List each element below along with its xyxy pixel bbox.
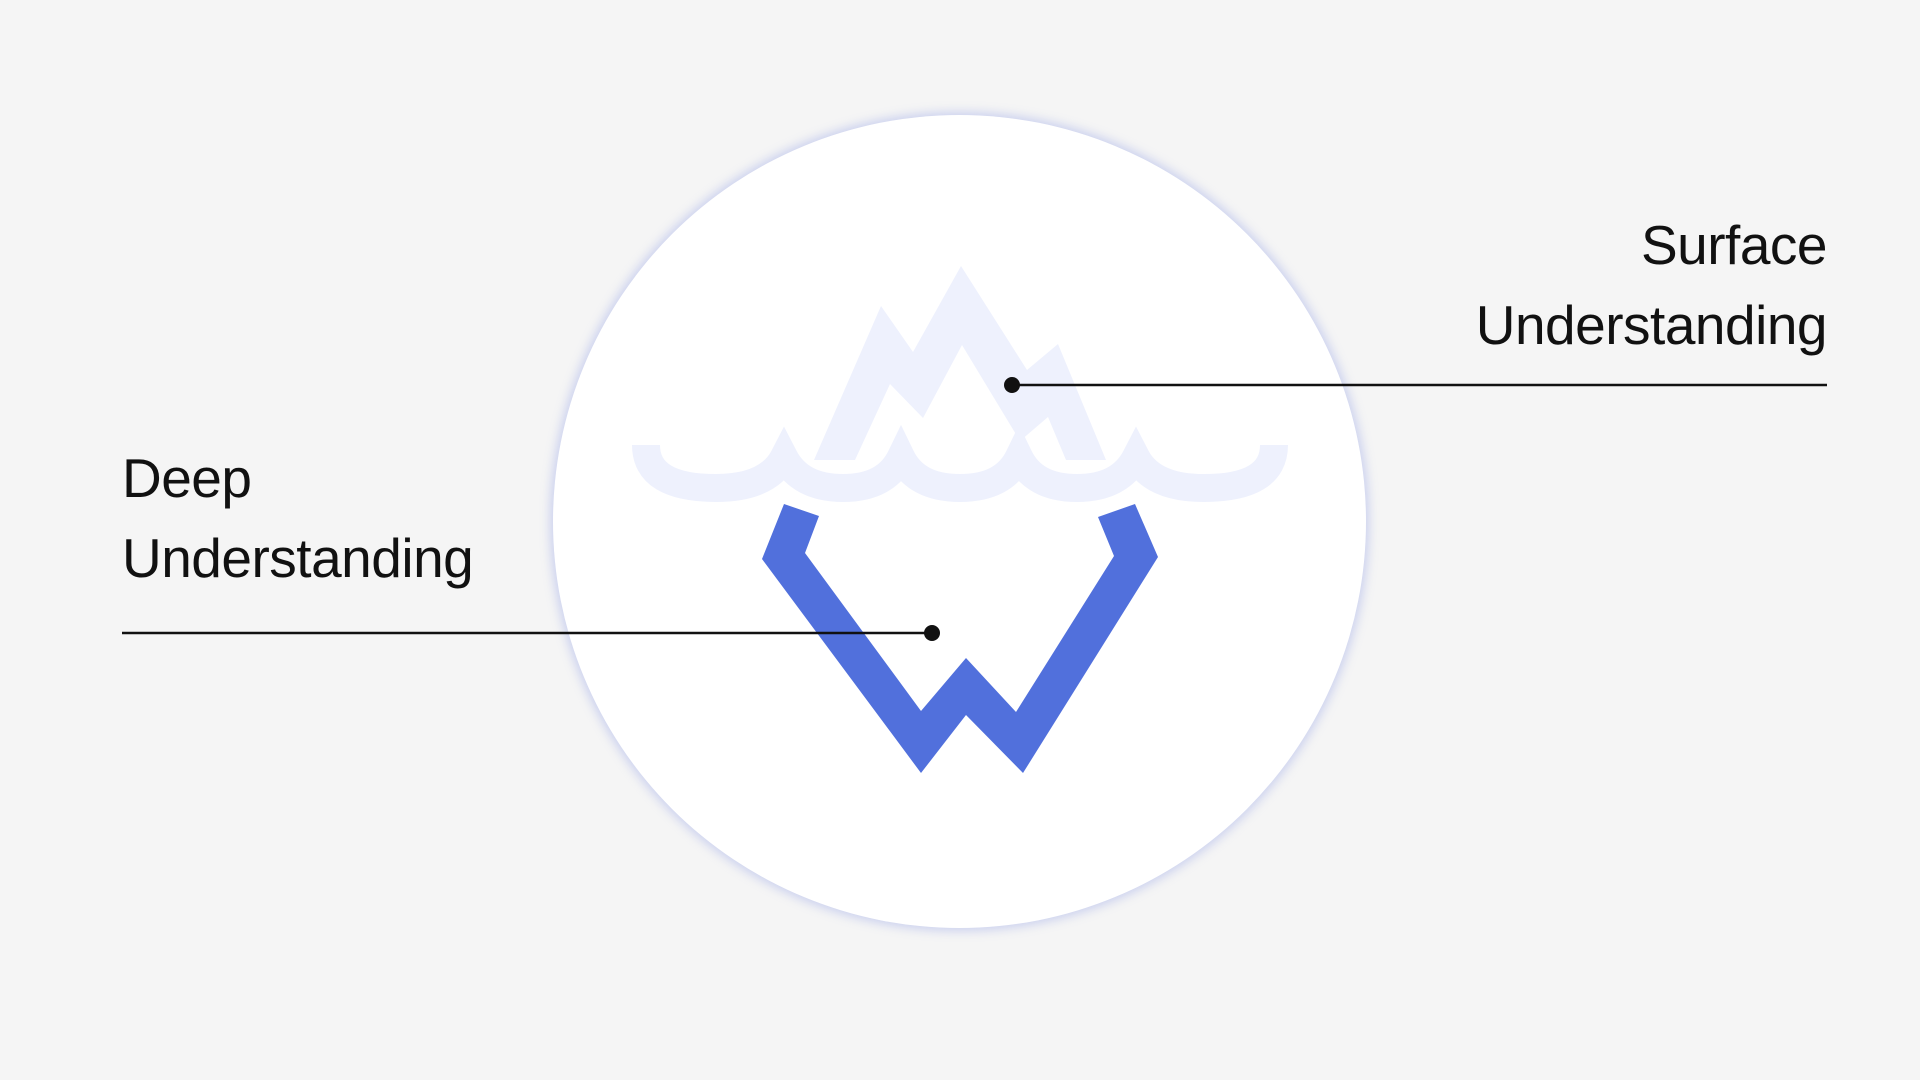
surface-peaks [814, 266, 1106, 460]
surface-waves [632, 424, 1288, 503]
deep-label-line2: Understanding [122, 527, 474, 589]
deep-label-line1: Deep [122, 447, 252, 509]
surface-leader-dot [1004, 377, 1020, 393]
deep-understanding-label: Deep Understanding [122, 438, 474, 598]
deep-ice [762, 504, 1158, 773]
surface-understanding-label: Surface Understanding [1475, 205, 1828, 365]
iceberg-icon [632, 266, 1288, 773]
iceberg-circle [553, 115, 1366, 928]
deep-leader-dot [924, 625, 940, 641]
surface-label-line1: Surface [1640, 214, 1828, 276]
surface-label-line2: Understanding [1475, 294, 1828, 356]
